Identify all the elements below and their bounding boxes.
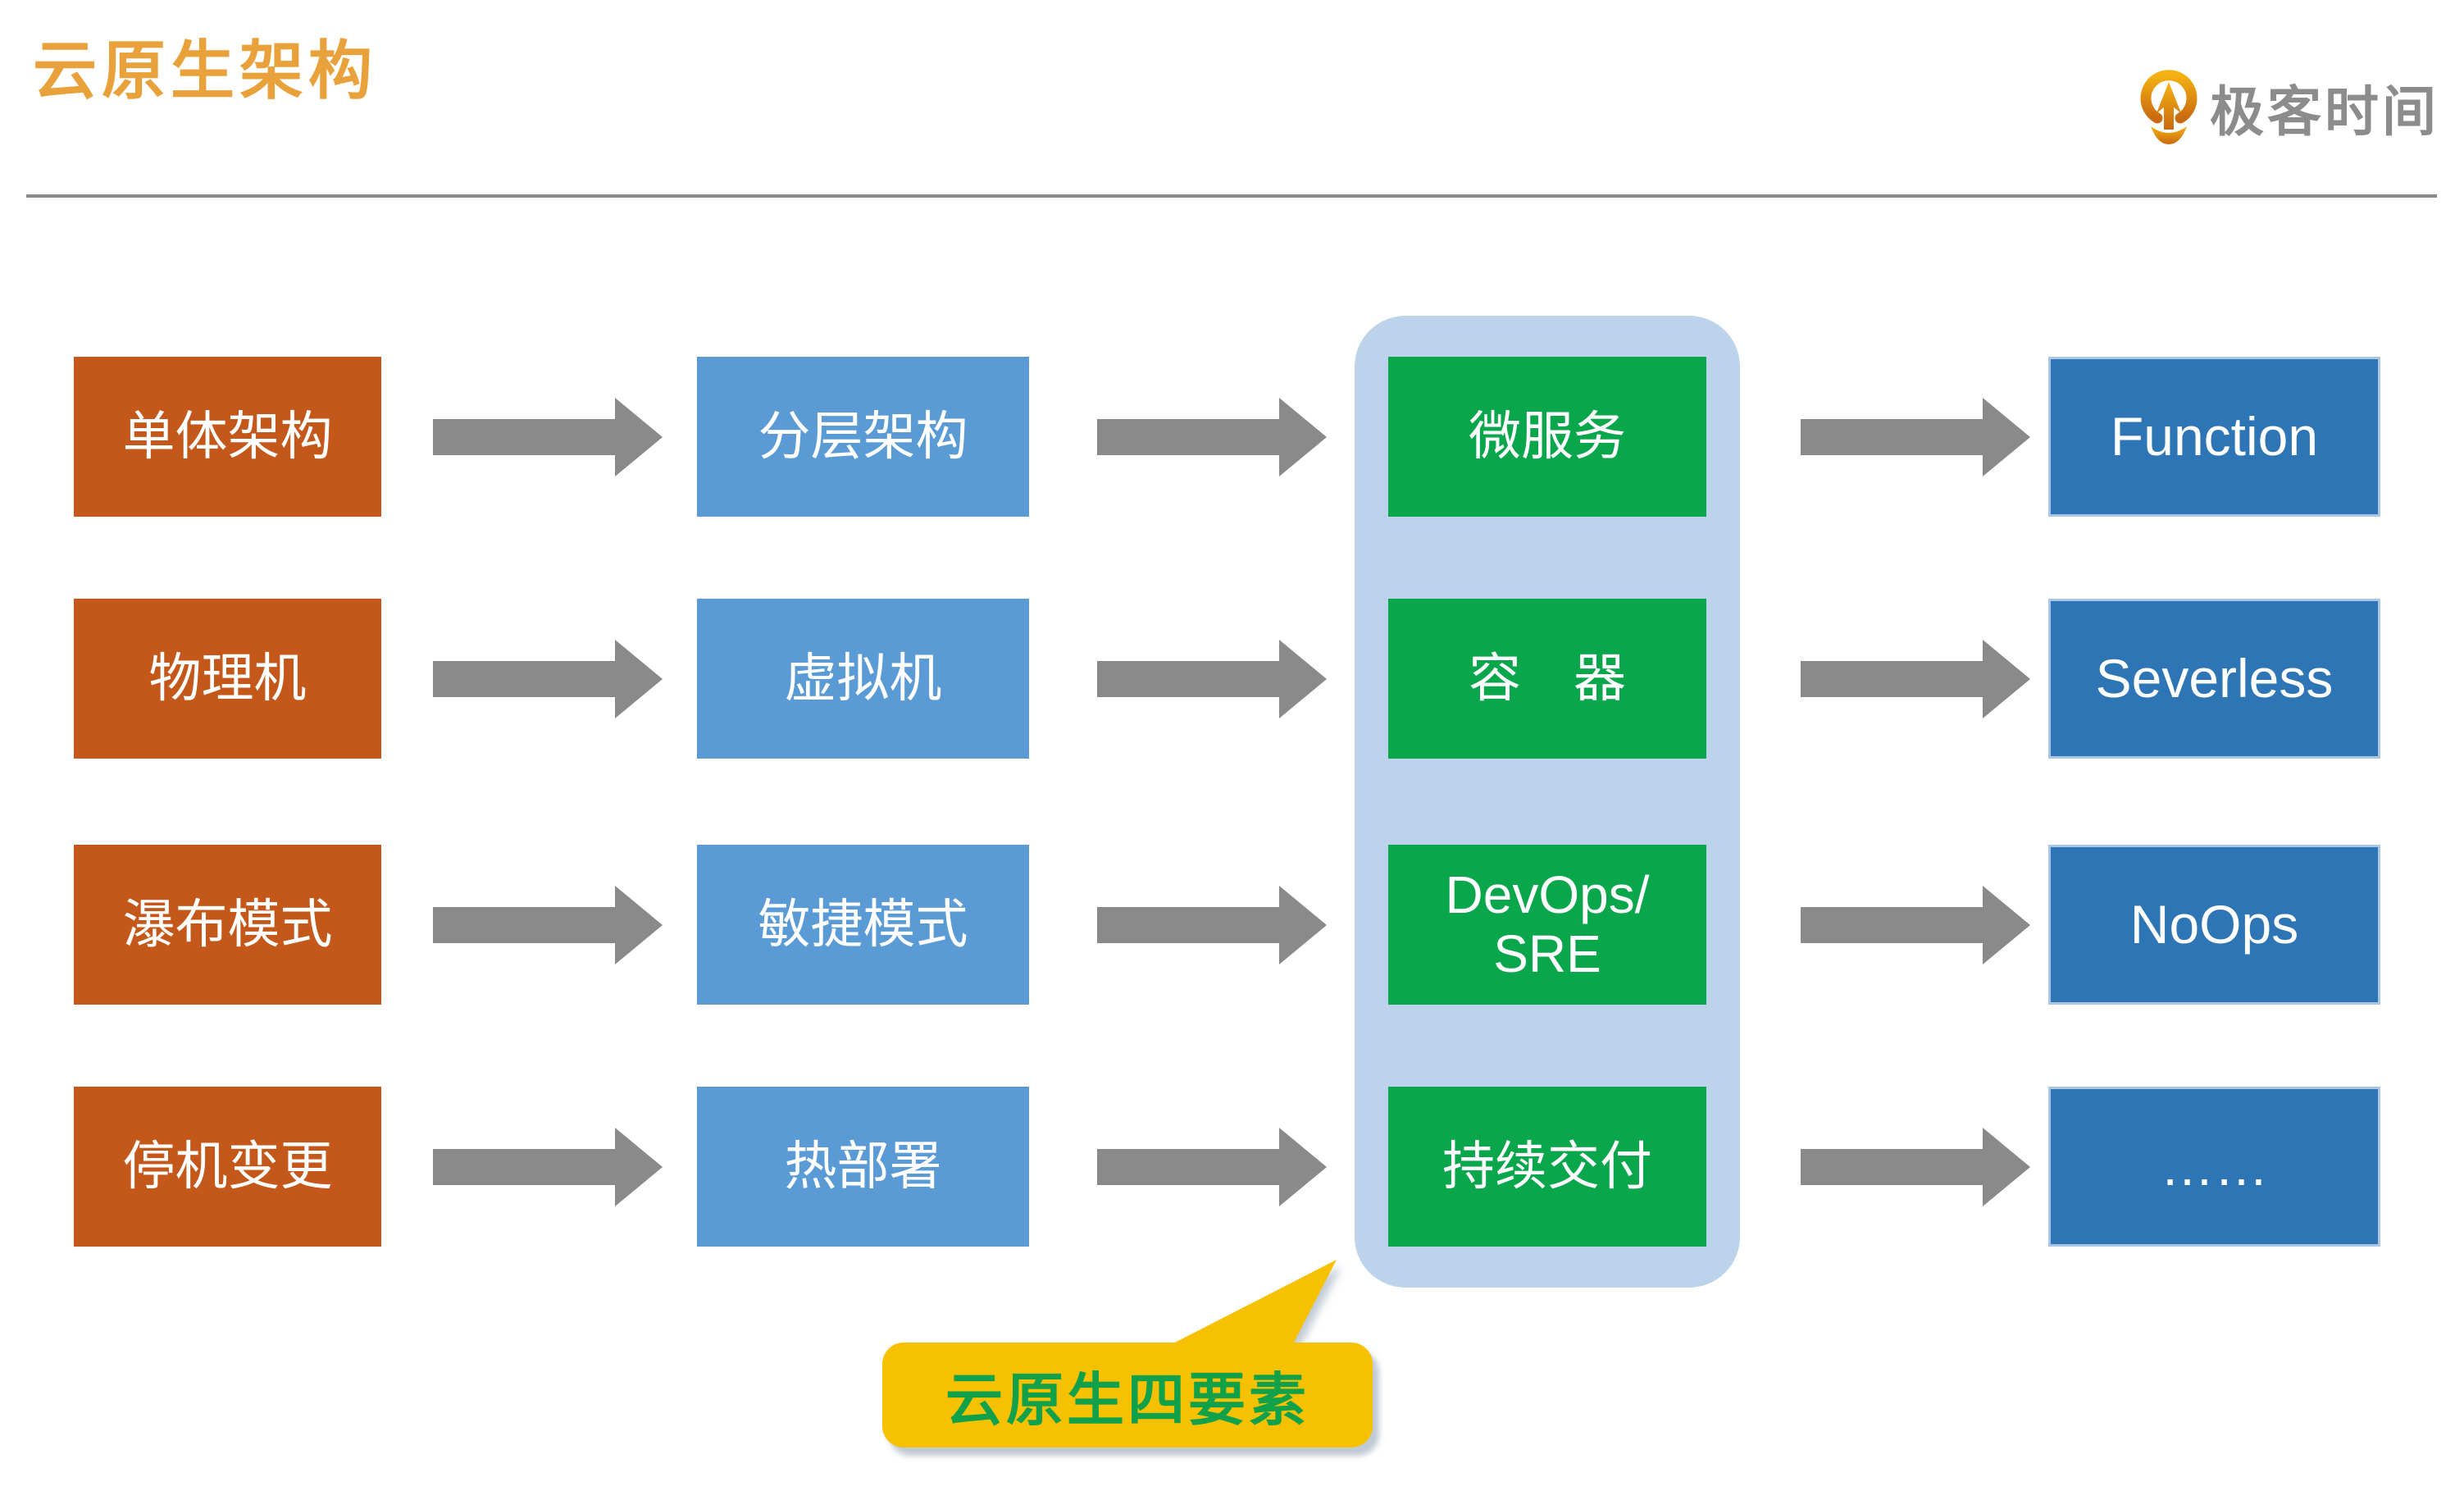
box-waterfall-model: 瀑布模式 [74,845,381,1005]
brand: 极客时间 [2139,66,2439,148]
box-layered-arch: 分层架构 [697,357,1029,517]
box-serverless: Severless [2048,599,2380,759]
right-block-arrow-icon [1097,845,1327,1005]
box-continuous-delivery: 持续交付 [1388,1087,1706,1247]
box-microservices: 微服务 [1388,357,1706,517]
right-block-arrow-icon [433,357,663,517]
right-block-arrow-icon [1097,599,1327,759]
callout-label: 云原生四要素 [945,1367,1309,1432]
right-block-arrow-icon [1801,599,2030,759]
brand-name: 极客时间 [2210,80,2439,142]
box-container: 容 器 [1388,599,1706,759]
box-physical-machine: 物理机 [74,599,381,759]
right-block-arrow-icon [1097,357,1327,517]
box-monolithic-arch: 单体架构 [74,357,381,517]
box-agile-model: 敏捷模式 [697,845,1029,1005]
title-divider [26,194,2437,198]
geektime-logo-icon [2139,66,2198,148]
box-function: Function [2048,357,2380,517]
box-noops: NoOps [2048,845,2380,1005]
right-block-arrow-icon [433,1087,663,1247]
box-devops-sre: DevOps/ SRE [1388,845,1706,1005]
box-etc: …… [2048,1087,2380,1247]
box-hot-deploy: 热部署 [697,1087,1029,1247]
right-block-arrow-icon [1801,845,2030,1005]
callout-bubble: 云原生四要素 [882,1343,1373,1448]
box-virtual-machine: 虚拟机 [697,599,1029,759]
callout-tail [1132,1253,1345,1372]
right-block-arrow-icon [433,845,663,1005]
right-block-arrow-icon [1801,1087,2030,1247]
right-block-arrow-icon [1801,357,2030,517]
box-downtime-change: 停机变更 [74,1087,381,1247]
page-title: 云原生架构 [33,34,378,107]
right-block-arrow-icon [433,599,663,759]
right-block-arrow-icon [1097,1087,1327,1247]
